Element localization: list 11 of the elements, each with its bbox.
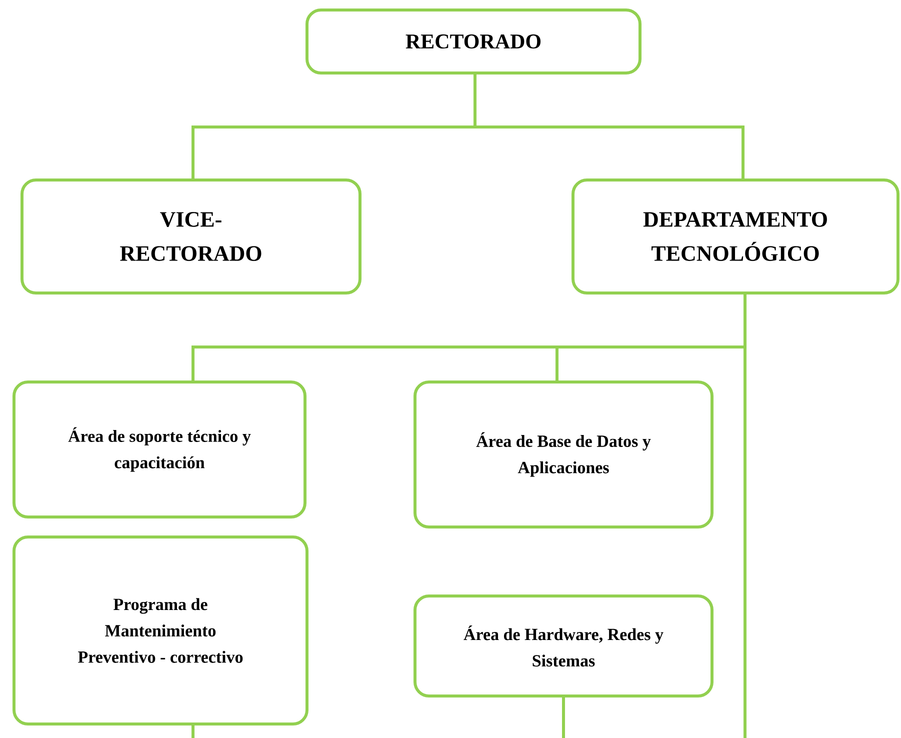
connector-line bbox=[474, 74, 745, 178]
org-box: Área de Hardware, Redes y Sistemas bbox=[414, 594, 714, 698]
org-box: DEPARTAMENTO TECNOLÓGICO bbox=[572, 178, 900, 294]
org-box: Área de soporte técnico y capacitación bbox=[12, 380, 306, 518]
connector-line bbox=[192, 726, 194, 738]
connector-line bbox=[744, 294, 747, 738]
org-box: RECTORADO bbox=[306, 8, 642, 74]
org-box: VICE- RECTORADO bbox=[20, 178, 362, 294]
org-box: Área de Base de Datos y Aplicaciones bbox=[414, 380, 714, 528]
org-box: Programa de Mantenimiento Preventivo - correctivo bbox=[12, 536, 308, 726]
connector-line bbox=[562, 698, 565, 738]
